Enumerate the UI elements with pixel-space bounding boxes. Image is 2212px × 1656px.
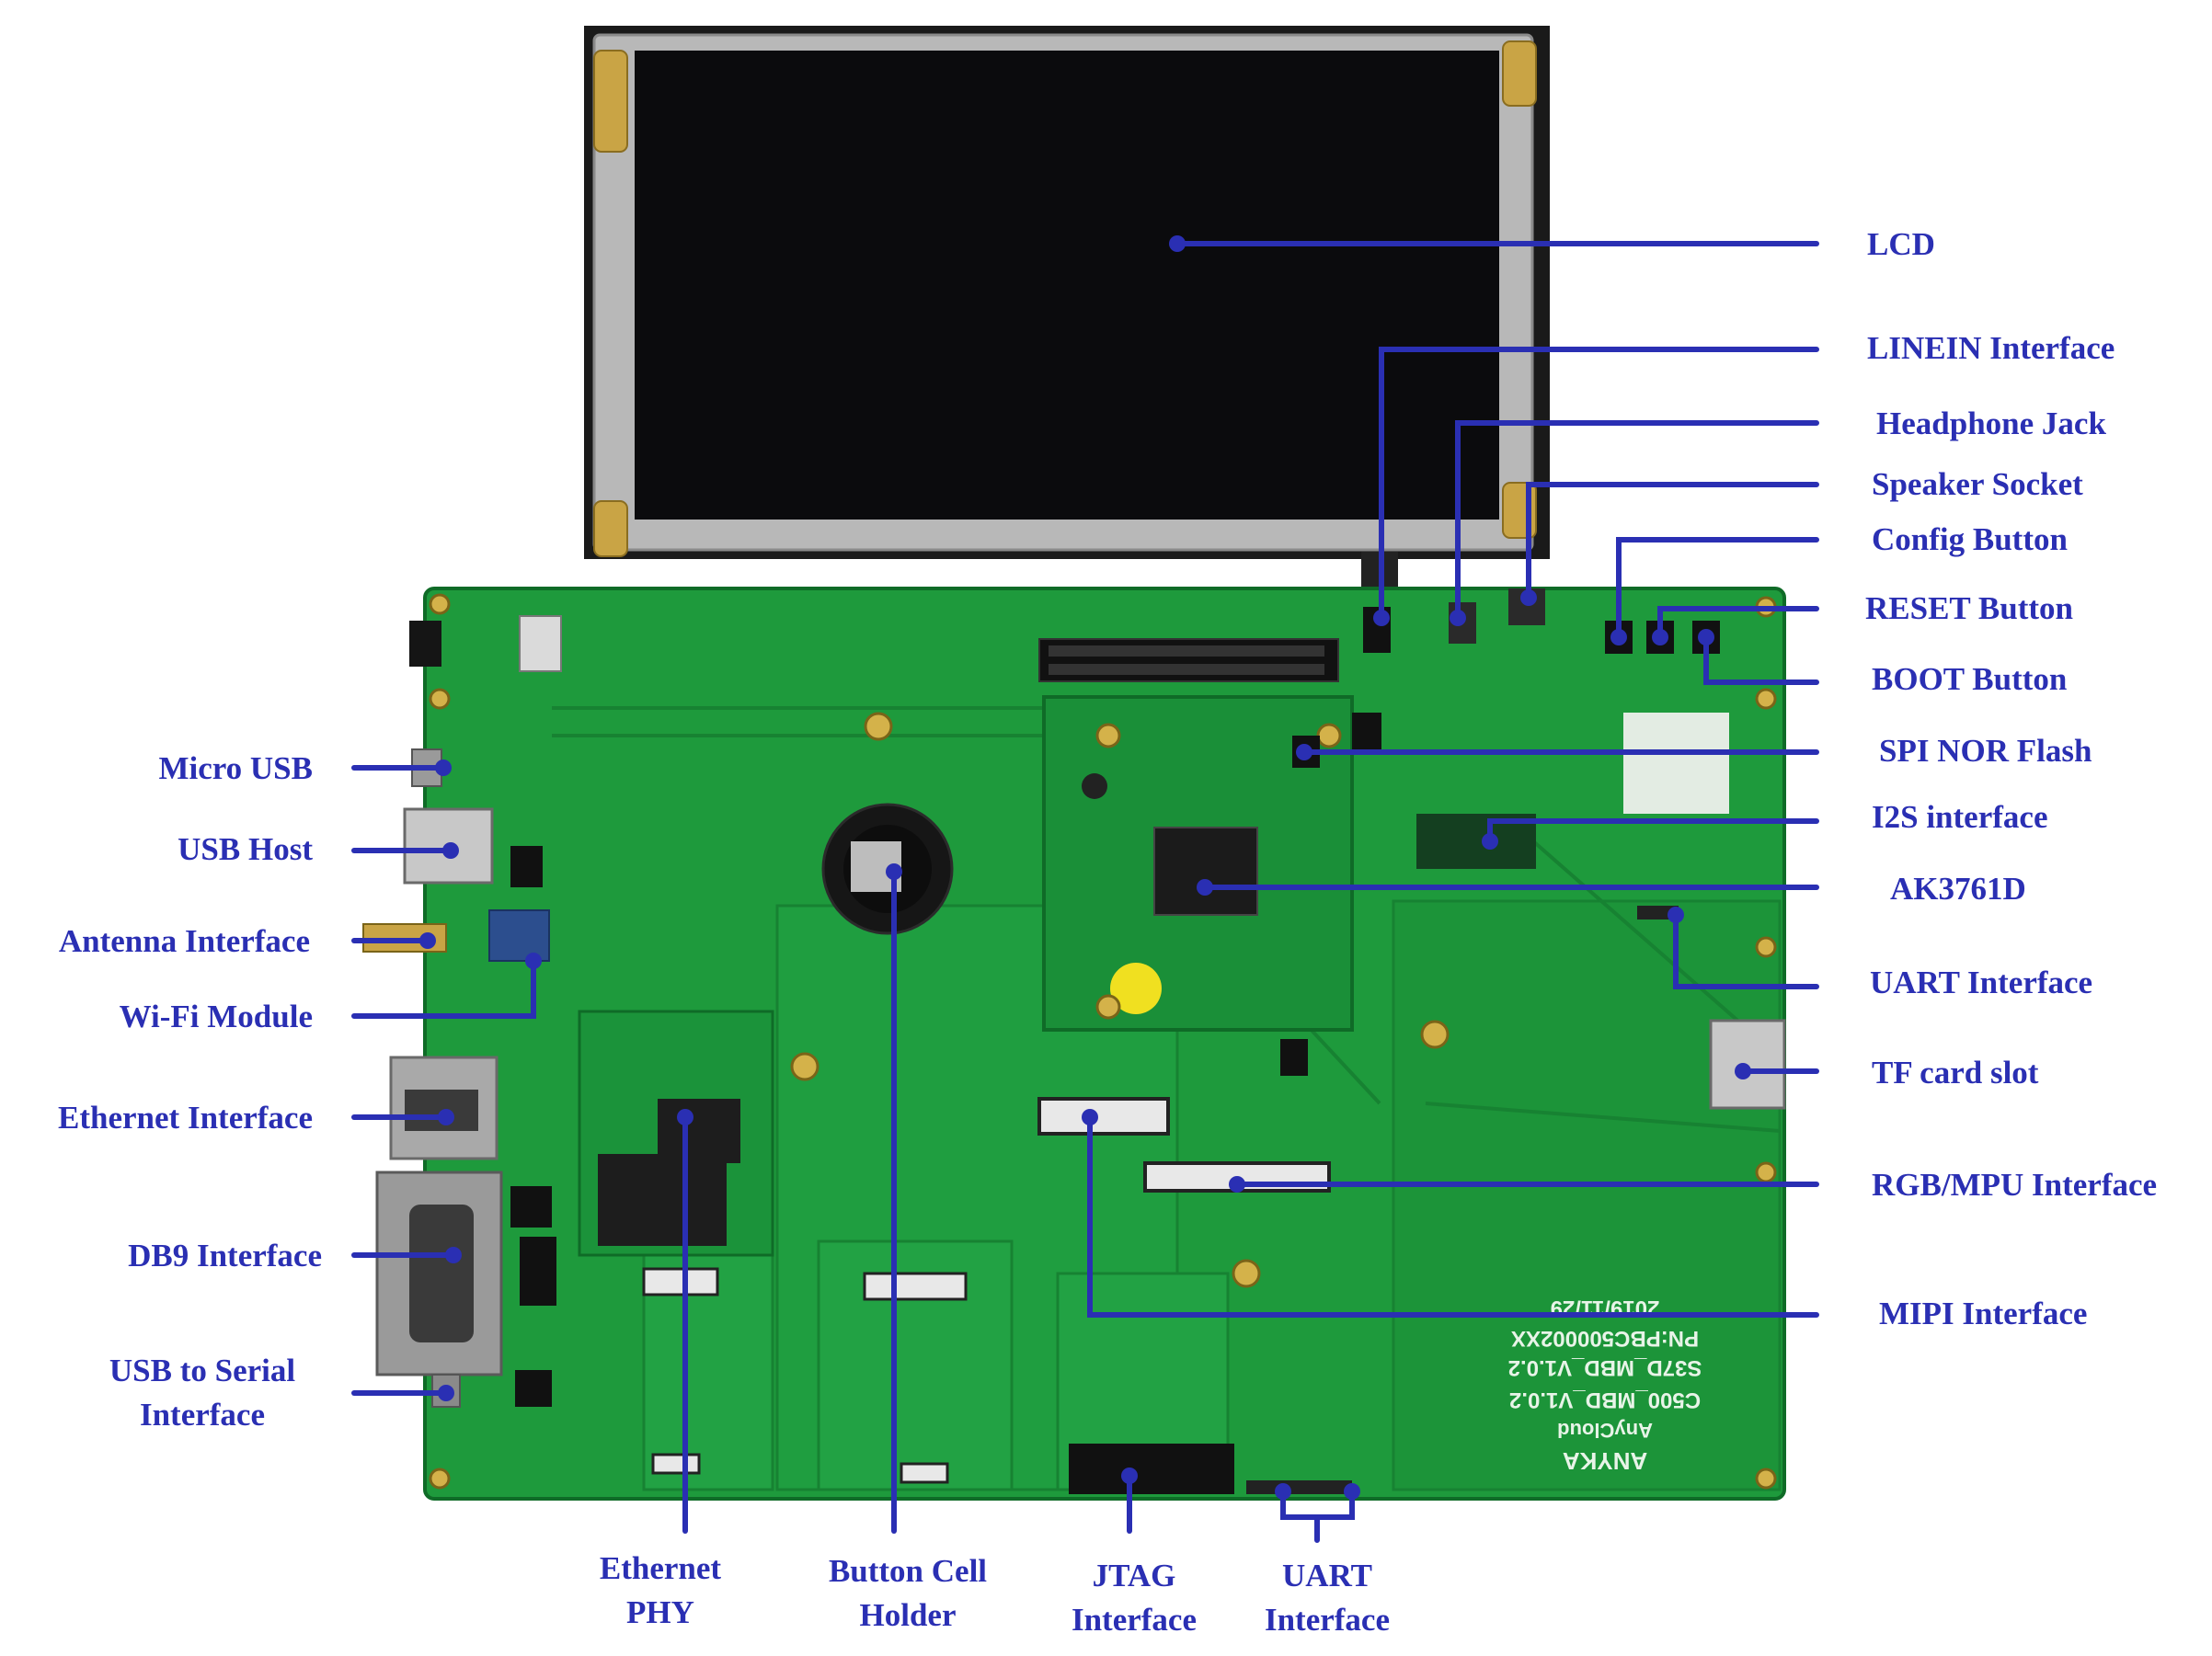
soc-chip [1153, 827, 1258, 916]
audio-jack [409, 621, 441, 667]
leader-wifi [351, 958, 536, 1019]
label-usb-host: USB Host [178, 831, 313, 867]
label-boot: BOOT Button [1872, 661, 2067, 697]
board-brand: ANYKA [1563, 1447, 1648, 1475]
leader-linein [1379, 347, 1819, 621]
right-labels: LCD LINEIN Interface Headphone Jack Spea… [1865, 226, 2157, 1331]
main-pcb: ANYKA AnyCloud C500_MBD_V1.0.2 S37D_MBD_… [362, 587, 1786, 1501]
label-button-cell-2: Holder [860, 1597, 957, 1633]
label-spi-nor: SPI NOR Flash [1879, 733, 2092, 769]
label-speaker: Speaker Socket [1872, 466, 2083, 502]
leader-boot [1703, 634, 1819, 685]
label-button-cell-1: Button Cell [829, 1553, 987, 1589]
board-model-1: C500_MBD_V1.0.2 [1509, 1388, 1701, 1412]
board-cloud: AnyCloud [1557, 1419, 1653, 1442]
yellow-sticker [1110, 963, 1162, 1014]
tf-card-slot [1709, 1019, 1786, 1110]
leader-dots [419, 235, 1751, 1500]
label-tf: TF card slot [1872, 1055, 2039, 1091]
label-linein: LINEIN Interface [1867, 330, 2115, 366]
label-reset: RESET Button [1865, 590, 2073, 626]
board-model-2: S37D_MBD_V1.0.2 [1508, 1355, 1702, 1380]
leader-reset [1657, 606, 1819, 640]
label-rgb: RGB/MPU Interface [1872, 1167, 2157, 1203]
leader-speaker [1526, 482, 1819, 600]
label-usb-serial-1: USB to Serial [109, 1353, 296, 1388]
label-eth-phy-2: PHY [626, 1594, 694, 1630]
label-mipi: MIPI Interface [1879, 1296, 2087, 1331]
label-uart-bottom-1: UART [1282, 1558, 1372, 1593]
label-jtag-1: JTAG [1093, 1558, 1176, 1593]
jtag-header [1069, 1444, 1234, 1494]
label-i2s: I2S interface [1872, 799, 2047, 835]
label-uart-bottom-2: Interface [1265, 1602, 1390, 1638]
lcd-panel [584, 26, 1550, 598]
board-pn: PN:PBC500002XX [1511, 1326, 1699, 1351]
lcd-screen [635, 51, 1499, 520]
label-antenna: Antenna Interface [59, 923, 310, 959]
leader-mipi [1087, 1114, 1819, 1318]
label-jtag-2: Interface [1072, 1602, 1197, 1638]
leader-uart-right [1673, 912, 1819, 989]
label-db9: DB9 Interface [128, 1238, 322, 1273]
leader-uart-bottom [1280, 1489, 1355, 1543]
label-soc: AK3761D [1890, 871, 2026, 907]
mipi-fpc-connector [1037, 1097, 1170, 1136]
label-micro-usb: Micro USB [158, 750, 313, 786]
label-uart-right: UART Interface [1870, 965, 2092, 1000]
label-lcd: LCD [1867, 226, 1935, 262]
leader-lines [351, 241, 1819, 1543]
label-headphone: Headphone Jack [1876, 405, 2106, 441]
label-ethernet: Ethernet Interface [58, 1100, 313, 1136]
label-usb-serial-2: Interface [140, 1397, 265, 1433]
left-labels: Micro USB USB Host Antenna Interface Wi-… [58, 750, 322, 1433]
leader-config [1616, 537, 1819, 640]
leader-headphone [1455, 420, 1819, 621]
bottom-labels: Ethernet PHY Button Cell Holder JTAG Int… [600, 1550, 1390, 1638]
label-eth-phy-1: Ethernet [600, 1550, 722, 1586]
wifi-module [488, 909, 550, 962]
label-config: Config Button [1872, 521, 2068, 557]
label-wifi: Wi-Fi Module [120, 999, 313, 1034]
